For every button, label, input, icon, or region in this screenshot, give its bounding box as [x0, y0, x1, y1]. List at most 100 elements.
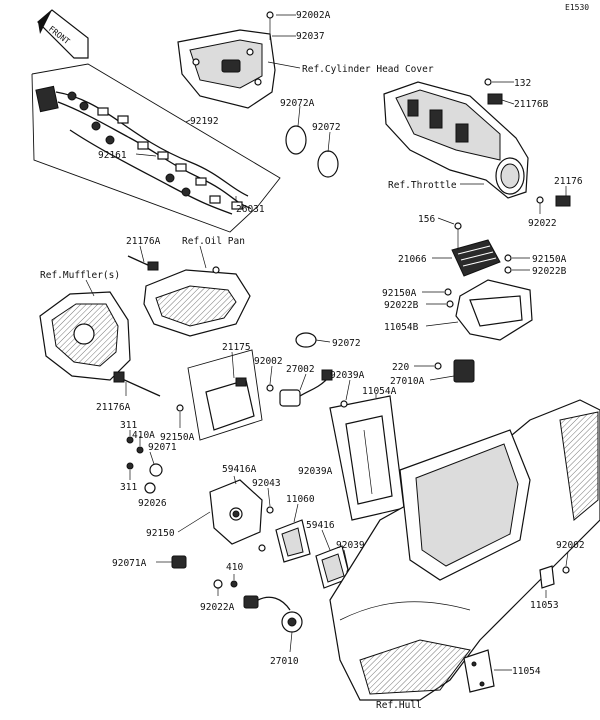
- bolt-92002A: [266, 11, 274, 40]
- label-11053: 11053: [530, 600, 559, 611]
- pin-92043-lower: [258, 544, 266, 552]
- clamp-92072: [317, 150, 339, 178]
- bracket-59416A: [209, 479, 263, 545]
- label-27002: 27002: [286, 364, 315, 375]
- label-21066: 21066: [398, 254, 427, 265]
- pin-92043: [266, 506, 274, 514]
- label-311-top: 311: [120, 420, 137, 431]
- label-132: 132: [514, 78, 531, 89]
- label-11060: 11060: [286, 494, 315, 505]
- label-92150A-right: 92150A: [532, 254, 567, 265]
- label-92043: 92043: [252, 478, 281, 489]
- sensor-21176: [555, 195, 571, 207]
- label-92022B-left: 92022B: [384, 300, 419, 311]
- sensor-21176A-bottom: [113, 371, 161, 397]
- bolt-92150A-left: [444, 288, 452, 296]
- bolt-92150A-right: [504, 254, 512, 262]
- label-92039A-mid: 92039A: [298, 466, 333, 477]
- bolt-92039A-top: [340, 400, 348, 408]
- label-92150A-left: 92150A: [382, 288, 417, 299]
- bolt-311-top: [126, 436, 134, 444]
- label-92071A: 92071A: [112, 558, 147, 569]
- label-92161: 92161: [98, 150, 127, 161]
- bracket-11054B: [455, 279, 533, 341]
- washer-92022B-left: [446, 300, 454, 308]
- label-26031: 26031: [236, 204, 265, 215]
- bolt-311-bottom: [126, 462, 134, 470]
- label-92192: 92192: [190, 116, 219, 127]
- label-92071: 92071: [148, 442, 177, 453]
- relay-27010A: [414, 359, 475, 383]
- bolt-92150A-mid: [176, 404, 184, 412]
- label-410A: 410A: [132, 430, 155, 441]
- label-92039: 92039: [336, 540, 365, 551]
- label-11054: 11054: [512, 666, 541, 677]
- label-410: 410: [226, 562, 243, 573]
- ecu-21175: [187, 349, 263, 441]
- label-92022: 92022: [528, 218, 557, 229]
- label-92039A-top: 92039A: [330, 370, 365, 381]
- washer-92022B-right: [504, 266, 512, 274]
- clamp-92072-mid: [295, 332, 317, 348]
- label-21175: 21175: [222, 342, 251, 353]
- bracket-11054: [463, 649, 495, 693]
- label-92002A: 92002A: [296, 10, 331, 21]
- label-92026: 92026: [138, 498, 167, 509]
- hull: [329, 399, 600, 701]
- label-27010: 27010: [270, 656, 299, 667]
- label-92072-top: 92072: [312, 122, 341, 133]
- washer-92022A: [213, 579, 223, 589]
- label-92002-mid: 92002: [254, 356, 283, 367]
- label-92022B-right: 92022B: [532, 266, 567, 277]
- label-59416A: 59416A: [222, 464, 257, 475]
- label-156: 156: [418, 214, 435, 225]
- label-92150: 92150: [146, 528, 175, 539]
- grommet-92071: [149, 463, 163, 477]
- oil-pan: [143, 266, 251, 337]
- label-92072A: 92072A: [280, 98, 315, 109]
- throttle-body: [383, 81, 529, 199]
- label-ref-oil-pan: Ref.Oil Pan: [182, 236, 245, 247]
- relay-27010: [243, 595, 303, 633]
- bracket-11053: [539, 565, 555, 589]
- label-92037: 92037: [296, 31, 325, 42]
- label-92022A: 92022A: [200, 602, 235, 613]
- label-11054A: 11054A: [362, 386, 397, 397]
- washer-92022: [536, 196, 544, 204]
- nut-410: [230, 580, 238, 588]
- clamp-92072A: [285, 125, 307, 155]
- sensor-21176B: [484, 78, 503, 105]
- label-ref-throttle: Ref.Throttle: [388, 180, 457, 191]
- label-21176B: 21176B: [514, 99, 549, 110]
- cover-11060: [275, 519, 311, 563]
- label-27010A: 27010A: [390, 376, 425, 387]
- grommet-92071A: [171, 555, 187, 569]
- label-21176A-bottom: 21176A: [96, 402, 131, 413]
- label-ref-muffler: Ref.Muffler(s): [40, 270, 120, 281]
- label-ref-cylinder-head-cover: Ref.Cylinder Head Cover: [302, 64, 434, 75]
- bolt-92002-mid: [266, 384, 274, 392]
- label-92150A-mid: 92150A: [160, 432, 195, 443]
- sensor-27002: [279, 369, 333, 407]
- muffler: [39, 291, 131, 381]
- cylinder-head-cover: [177, 29, 276, 109]
- label-220: 220: [392, 362, 409, 373]
- label-92072-mid: 92072: [332, 338, 361, 349]
- label-21176A-top: 21176A: [126, 236, 161, 247]
- cover-59416: [315, 545, 351, 589]
- label-ref-hull: Ref.Hull: [376, 700, 422, 711]
- label-11054B: 11054B: [384, 322, 419, 333]
- bracket-11054A: [329, 395, 405, 521]
- sensor-21176A-top: [127, 255, 159, 271]
- page-code: E1530: [565, 3, 589, 12]
- nut-410A: [136, 446, 144, 454]
- rectifier-21066: [451, 222, 501, 277]
- front-arrow-badge: FRONT: [37, 9, 89, 59]
- bolt-92002-right: [562, 566, 570, 574]
- label-92002-right: 92002: [556, 540, 585, 551]
- label-21176: 21176: [554, 176, 583, 187]
- label-59416: 59416: [306, 520, 335, 531]
- label-311-bottom: 311: [120, 482, 137, 493]
